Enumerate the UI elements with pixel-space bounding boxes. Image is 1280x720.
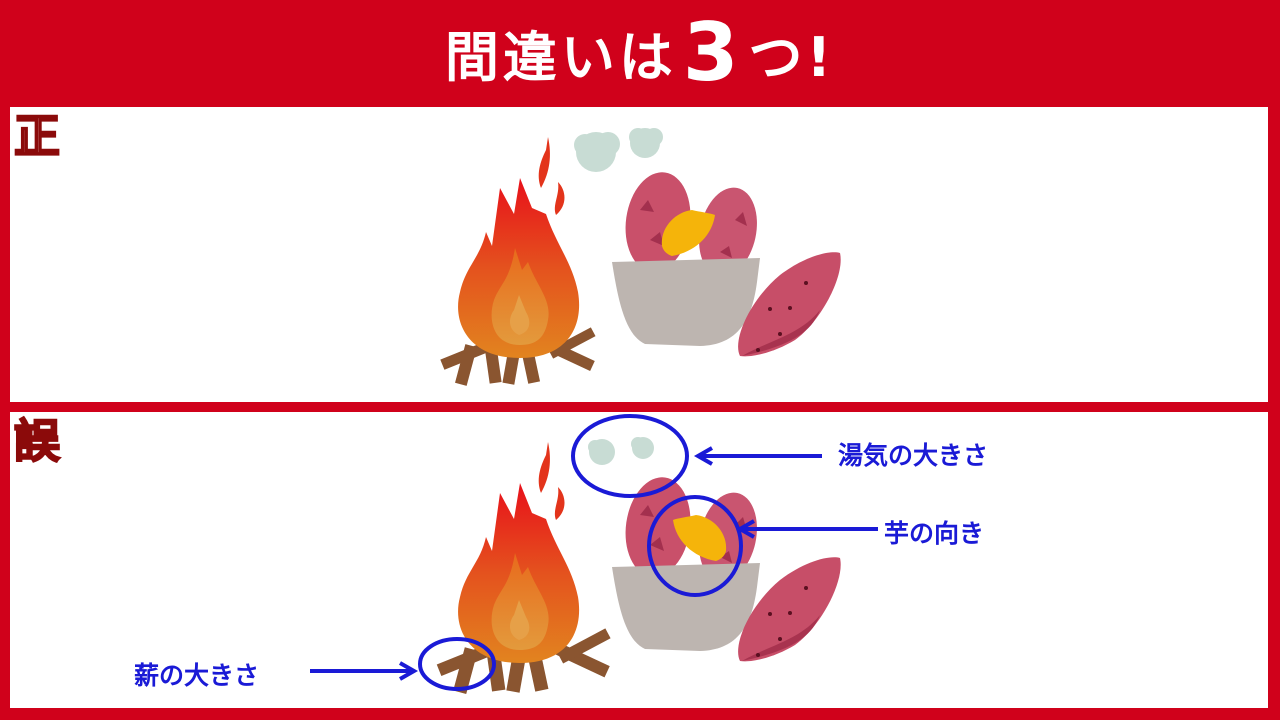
panel-label-wrong: 誤 <box>13 414 61 468</box>
panel-label-correct: 正 <box>13 109 61 163</box>
yams-wrong <box>612 473 841 662</box>
title-prefix: 間違いは <box>444 25 677 89</box>
fire-correct <box>458 137 580 358</box>
diff-label-steam: 湯気の大きさ <box>838 441 989 470</box>
title-count: 3 <box>682 5 743 99</box>
fire-wrong <box>458 442 580 663</box>
yam-slice-wrong <box>673 515 727 561</box>
diff-label-yam: 芋の向き <box>884 519 985 548</box>
yams-correct <box>612 168 841 357</box>
annotations <box>310 414 878 691</box>
wrong-illustration <box>436 437 841 694</box>
correct-illustration <box>440 128 841 386</box>
steam-wrong <box>588 437 654 465</box>
title-suffix: つ! <box>748 25 836 89</box>
steam-correct <box>574 128 663 172</box>
diff-label-logs: 薪の大きさ <box>134 661 260 690</box>
diff-circle-steam <box>571 414 689 498</box>
yam-slice-correct <box>661 210 715 256</box>
diff-circle-logs <box>418 637 496 691</box>
diff-circle-yam <box>647 495 743 597</box>
